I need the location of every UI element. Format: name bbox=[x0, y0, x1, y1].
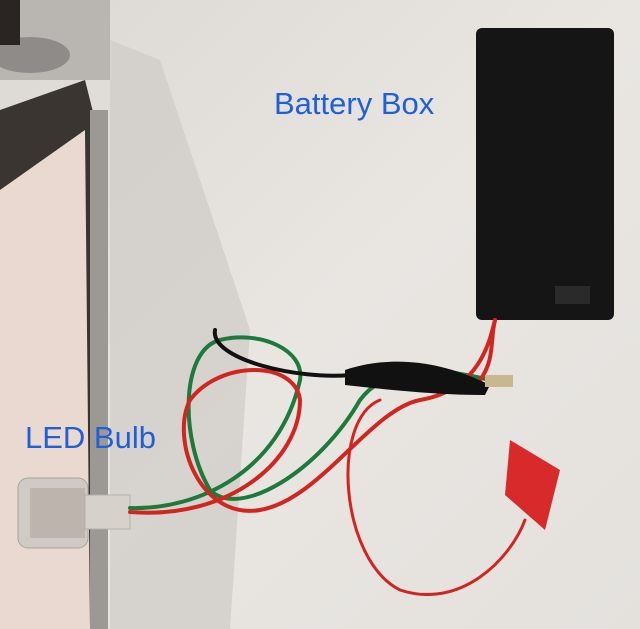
battery-box bbox=[476, 28, 614, 320]
led-bulb-label: LED Bulb bbox=[25, 420, 156, 455]
battery-box-label: Battery Box bbox=[274, 86, 435, 121]
shadow bbox=[110, 40, 250, 629]
wires bbox=[128, 318, 527, 597]
led-bulb bbox=[17, 477, 131, 549]
metal-bracket bbox=[0, 0, 110, 80]
alligator-clips bbox=[345, 361, 560, 530]
